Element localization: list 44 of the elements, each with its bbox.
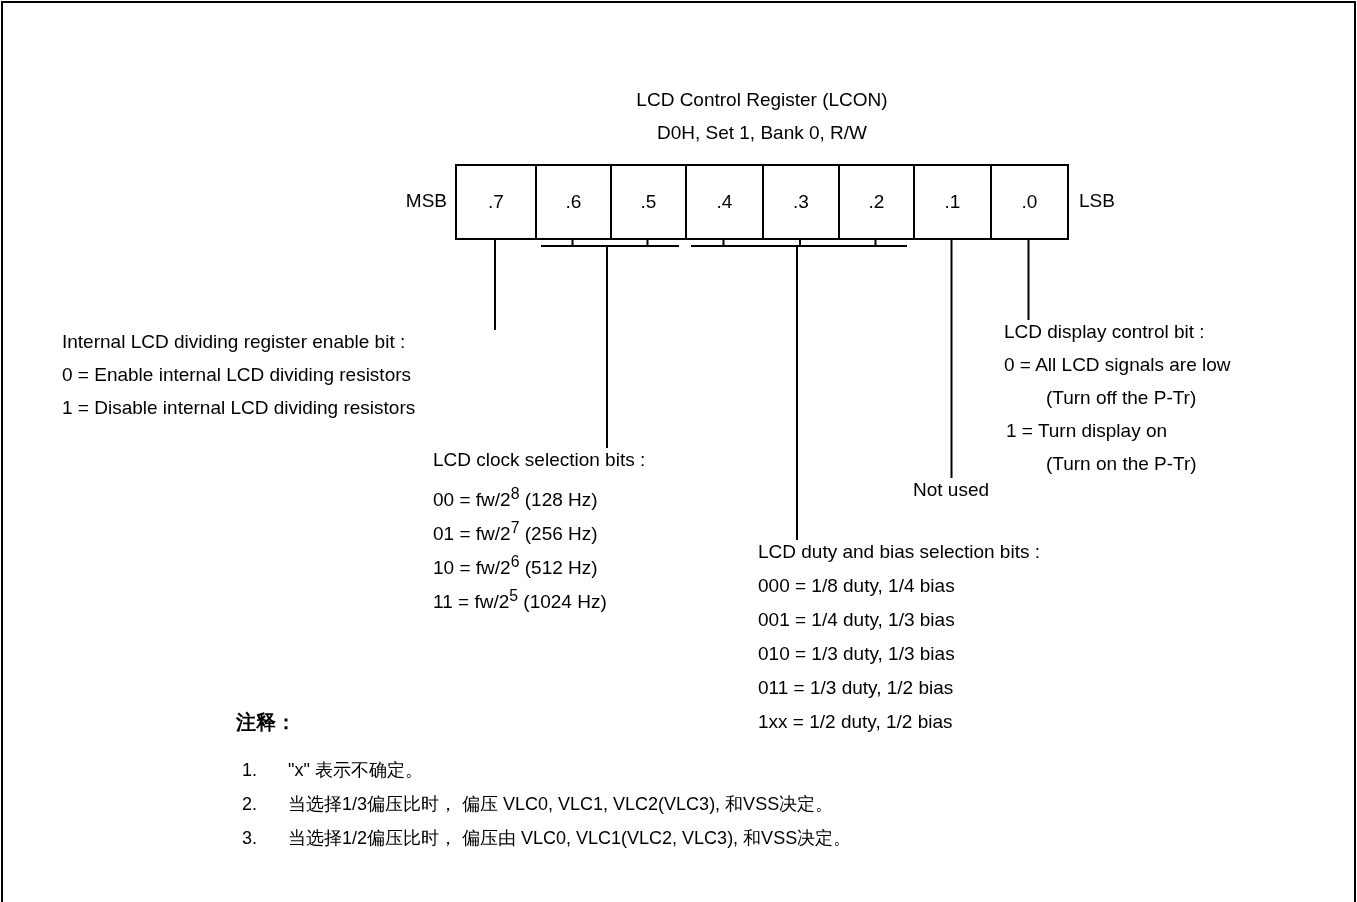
value-line: 1 = Turn display on	[1006, 419, 1168, 443]
register-cell: .4	[685, 164, 764, 240]
value-line: 011 = 1/3 duty, 1/2 bias	[758, 676, 954, 700]
value-line: (Turn off the P-Tr)	[1046, 386, 1197, 410]
leader-line	[1027, 239, 1030, 321]
value-line: 11 = fw/2$^{5}$ (1024 Hz)	[433, 586, 607, 615]
description-text: Not used	[913, 478, 990, 502]
value-line: 0 = All LCD signals are low	[1004, 353, 1231, 377]
value-line: 000 = 1/8 duty, 1/4 bias	[758, 574, 955, 598]
leader-line	[540, 239, 680, 449]
note-text: 当选择1/2偏压比时， 偏压由 VLC0, VLC1(VLC2, VLC3), 和VSS决定。	[288, 827, 852, 850]
value-line: 10 = fw/2$^{6}$ (512 Hz)	[433, 552, 598, 581]
value-line: 010 = 1/3 duty, 1/3 bias	[758, 642, 955, 666]
value-line: 001 = 1/4 duty, 1/3 bias	[758, 608, 955, 632]
note-number: 3.	[242, 827, 257, 850]
register-cell: .7	[455, 164, 537, 240]
note-number: 1.	[242, 759, 257, 782]
leader-line	[950, 239, 953, 479]
value-line: 1xx = 1/2 duty, 1/2 bias	[758, 710, 953, 734]
field-heading: LCD duty and bias selection bits :	[758, 540, 1040, 564]
register-cell: .5	[610, 164, 687, 240]
value-line: 0 = Enable internal LCD dividing resistors	[62, 363, 412, 387]
register-cell: .3	[762, 164, 840, 240]
value-line: (Turn on the P-Tr)	[1046, 452, 1197, 476]
register-cell: .0	[990, 164, 1069, 240]
value-line: 00 = fw/2$^{8}$ (128 Hz)	[433, 484, 598, 513]
field-heading: LCD clock selection bits :	[433, 448, 646, 472]
bit-order-label: LSB	[1079, 189, 1115, 213]
register-cell: .2	[838, 164, 915, 240]
register-address: D0H, Set 1, Bank 0, R/W	[655, 121, 869, 145]
register-cell: .6	[535, 164, 612, 240]
value-line: 1 = Disable internal LCD dividing resistors	[62, 396, 416, 420]
note-number: 2.	[242, 793, 257, 816]
value-line: 01 = fw/2$^{7}$ (256 Hz)	[433, 518, 598, 547]
field-heading: Internal LCD dividing register enable bit :	[62, 330, 406, 354]
register-title: LCD Control Register (LCON)	[635, 88, 889, 112]
bit-order-label: MSB	[405, 189, 447, 213]
notes-heading: 注释：	[236, 710, 296, 734]
field-heading: LCD display control bit :	[1004, 320, 1205, 344]
register-cell: .1	[913, 164, 992, 240]
note-text: "x" 表示不确定。	[288, 759, 423, 782]
leader-line	[690, 239, 908, 541]
leader-line	[494, 239, 496, 331]
note-text: 当选择1/3偏压比时， 偏压 VLC0, VLC1, VLC2(VLC3), 和VSS决定。	[288, 793, 834, 816]
